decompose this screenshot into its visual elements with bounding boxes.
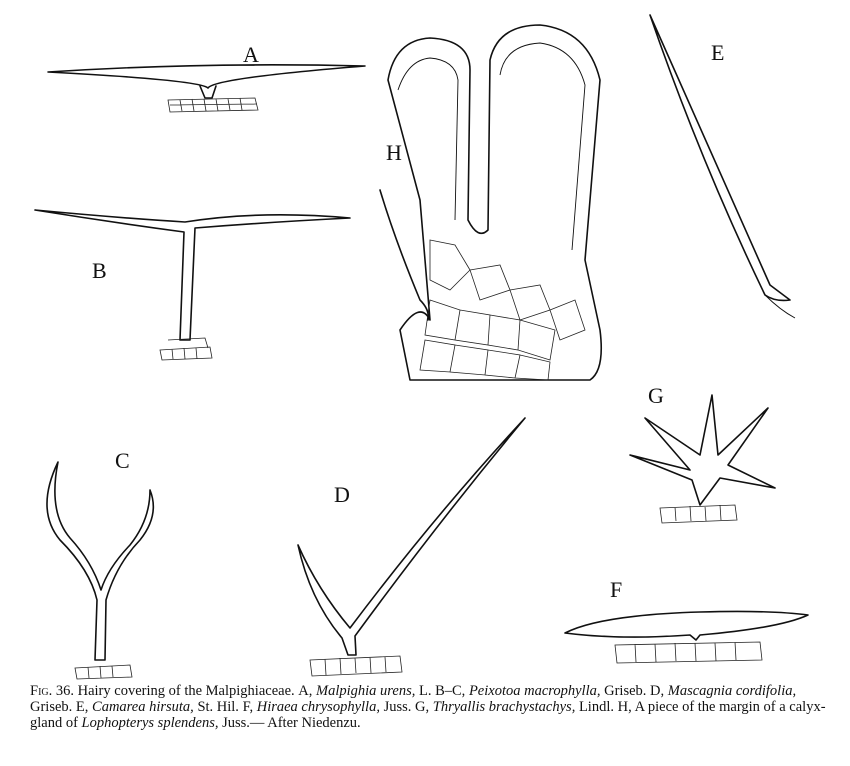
caption-h-letter: H,	[617, 699, 632, 715]
caption-a-author: L.	[418, 683, 432, 699]
caption-g-species: Thryallis brachystachys,	[432, 699, 576, 715]
label-h: H	[386, 140, 402, 165]
caption-h-text: A piece of the margin of a calyx-gland o…	[30, 699, 826, 731]
caption-d-letter: D,	[650, 683, 665, 699]
drawing-d	[297, 417, 526, 677]
caption-h-species: Lophopterys splendens,	[81, 715, 219, 731]
drawing-a	[47, 64, 366, 113]
label-d: D	[334, 482, 350, 507]
caption-e-species: Camarea hirsuta,	[92, 699, 194, 715]
label-c: C	[115, 448, 130, 473]
figure-caption: Fig. 36. Hairy covering of the Malpighia…	[30, 683, 830, 731]
caption-bc-author: Griseb.	[604, 683, 647, 699]
label-e: E	[711, 40, 725, 65]
caption-after: After Niedenzu.	[267, 715, 361, 731]
label-f: F	[610, 577, 623, 602]
caption-a-species: Malpighia urens,	[316, 683, 416, 699]
drawing-h	[379, 24, 603, 381]
label-g: G	[648, 383, 664, 408]
caption-f-author: Juss.	[383, 699, 412, 715]
label-b: B	[92, 258, 107, 283]
drawing-b	[34, 209, 351, 361]
caption-h-author: Juss.—	[222, 715, 265, 731]
caption-d-species: Mascagnia cordifolia,	[667, 683, 797, 699]
drawing-f	[564, 610, 809, 664]
caption-bc-letter: B–C,	[435, 683, 466, 699]
caption-e-letter: E,	[75, 699, 89, 715]
caption-g-author: Lindl.	[578, 699, 614, 715]
drawing-e	[649, 14, 796, 319]
caption-intro: Hairy covering of the Malpighiaceae.	[77, 683, 295, 699]
figure-illustration	[34, 14, 809, 680]
caption-g-letter: G,	[415, 699, 430, 715]
caption-a-letter: A,	[298, 683, 313, 699]
label-a: A	[243, 42, 259, 67]
caption-f-letter: F,	[242, 699, 254, 715]
drawing-g	[629, 394, 776, 524]
caption-d-author: Griseb.	[30, 699, 73, 715]
caption-f-species: Hiraea chrysophylla,	[256, 699, 380, 715]
caption-fig-number: Fig. 36.	[30, 683, 74, 699]
caption-bc-species: Peixotoa macrophylla,	[468, 683, 601, 699]
caption-e-author: St. Hil.	[197, 699, 239, 715]
drawing-c	[46, 461, 155, 680]
